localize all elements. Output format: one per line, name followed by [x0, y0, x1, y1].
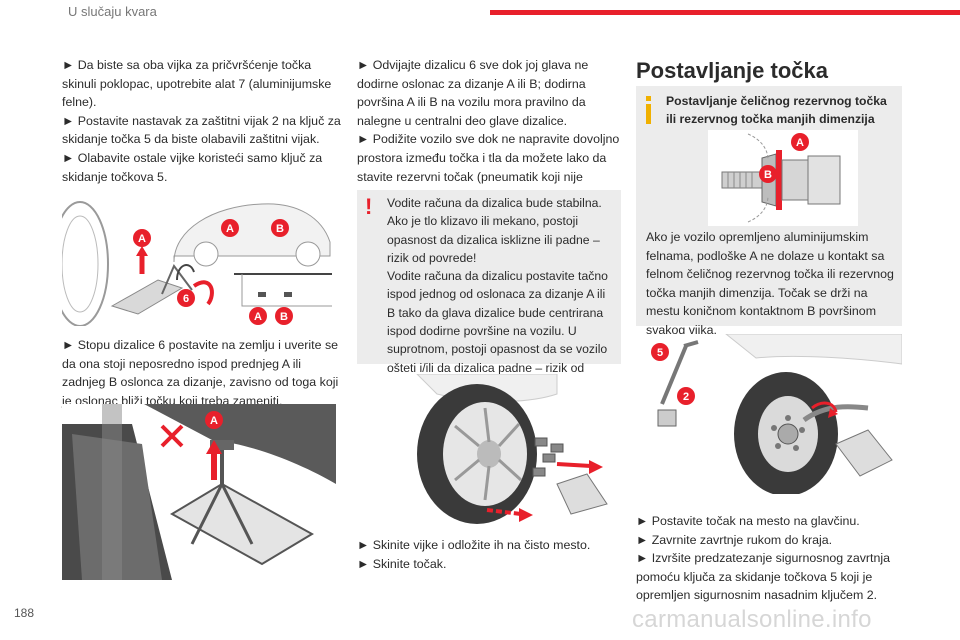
col3-step-pretighten: ► Izvršite predzatezanje sigurnosnog zav…	[636, 551, 891, 603]
col2-text-top: ► Odvijajte dizalicu 6 sve dok joj glava…	[357, 56, 623, 205]
info-text: Ako je vozilo opremljeno aluminijumskim …	[646, 230, 894, 337]
section-title: U slučaju kvara	[68, 4, 157, 19]
svg-text:A: A	[796, 137, 804, 149]
col1-step-loosen-bolts: ► Olabavite ostale vijke koristeći samo …	[62, 150, 323, 184]
col3-text-bottom: ► Postavite točak na mesto na glavčinu. …	[636, 512, 906, 605]
jack-position-illustration: A A B 6 A B	[62, 201, 332, 326]
col3-step-place-wheel: ► Postavite točak na mesto na glavčinu.	[636, 514, 860, 528]
info-icon	[646, 96, 651, 124]
col1-step-attach-adapter: ► Postavite nastavak za zaštitni vijak 2…	[62, 113, 341, 147]
wheel-bolt-illustration: A B	[708, 130, 858, 226]
svg-text:2: 2	[683, 391, 689, 403]
col2-step-raise-jack: ► Odvijajte dizalicu 6 sve dok joj glava…	[357, 58, 589, 128]
fig1-callout-A-detail: A	[249, 307, 267, 325]
header-accent-bar	[490, 10, 960, 15]
fig1-callout-6: 6	[177, 289, 195, 307]
svg-text:5: 5	[657, 347, 663, 359]
svg-text:A: A	[138, 233, 146, 245]
col1-text-top: ► Da biste sa oba vijka za pričvršćenje …	[62, 56, 346, 186]
fig1-callout-A-car: A	[221, 219, 239, 237]
fig3-callout-2: 2	[677, 387, 695, 405]
info-box: Postavljanje čeličnog rezervnog točka il…	[636, 86, 902, 337]
info-title: Postavljanje čeličnog rezervnog točka il…	[666, 94, 887, 126]
fig3-callout-5: 5	[651, 343, 669, 361]
fig2-callout-A: A	[205, 411, 223, 429]
svg-text:6: 6	[183, 293, 189, 305]
col1-text-bottom: ► Stopu dizalice 6 postavite na zemlju i…	[62, 336, 346, 410]
svg-text:A: A	[254, 311, 262, 323]
col2-step-remove-bolts: ► Skinite vijke i odložite ih na čisto m…	[357, 538, 591, 552]
fig1-callout-B-car: B	[271, 219, 289, 237]
col2-text-bottom: ► Skinite vijke i odložite ih na čisto m…	[357, 536, 623, 573]
fig1-callout-B-detail: B	[275, 307, 293, 325]
fig1-callout-A-left: A	[133, 229, 151, 247]
section-heading: Postavljanje točka	[636, 58, 828, 83]
info-callout-A: A	[791, 133, 809, 151]
warning-icon: !	[365, 194, 373, 219]
info-callout-B: B	[759, 165, 777, 183]
warning-text: Vodite računa da dizalica bude stabilna.…	[387, 196, 608, 393]
svg-text:A: A	[226, 223, 234, 235]
wheel-removal-illustration	[357, 374, 621, 524]
watermark: carmanualsonline.info	[632, 606, 872, 633]
col1-step-remove-cover: ► Da biste sa oba vijka za pričvršćenje …	[62, 58, 332, 110]
jack-under-car-illustration: A	[62, 404, 336, 580]
wheel-mount-illustration: 5 2	[636, 334, 902, 494]
svg-text:A: A	[210, 415, 218, 427]
col1-step-place-jack: ► Stopu dizalice 6 postavite na zemlju i…	[62, 338, 339, 408]
page-number: 188	[14, 606, 35, 620]
svg-text:B: B	[280, 311, 288, 323]
col2-step-remove-wheel: ► Skinite točak.	[357, 556, 447, 571]
warning-box: ! Vodite računa da dizalica bude stabiln…	[357, 190, 621, 393]
svg-text:B: B	[764, 169, 772, 181]
svg-text:B: B	[276, 223, 284, 235]
col3-step-hand-tighten: ► Zavrnite zavrtnje rukom do kraja.	[636, 532, 833, 547]
